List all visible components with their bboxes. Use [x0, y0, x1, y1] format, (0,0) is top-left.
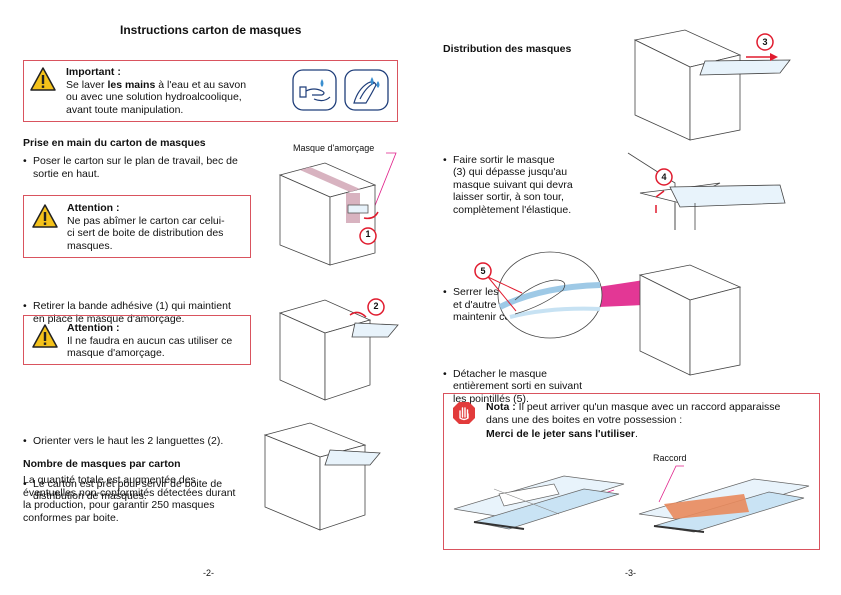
warning-icon: [32, 324, 58, 348]
attention-label: Attention :: [67, 322, 120, 334]
mask-box-step4: [627, 152, 786, 230]
attention-text: masques.: [67, 239, 113, 252]
important-label: Important :: [66, 66, 121, 78]
distribution-heading: Distribution des masques: [443, 43, 572, 55]
step-number-circle: [367, 298, 385, 316]
box-illustrations-right: [474, 29, 791, 376]
warning-icon: [30, 67, 56, 91]
stop-hand-icon: [453, 402, 475, 424]
attention-label: Attention :: [67, 202, 120, 214]
step-number-2: 2: [373, 301, 379, 311]
attention-box-2: Attention : Il ne faudra en aucun cas ut…: [23, 315, 251, 365]
prise-bullet-1: Poser le carton sur le plan de travail, …: [23, 155, 273, 180]
zoom-detail: [497, 251, 603, 339]
box-illustrations-left: [263, 152, 399, 531]
hand-rub-icon: [344, 69, 389, 111]
important-line3: avant toute manipulation.: [66, 103, 184, 116]
step-number-circle: [359, 227, 377, 245]
attention-text: Il ne faudra en aucun cas utiliser ce: [67, 334, 233, 347]
callout-masque-amorcage: Masque d'amorçage: [293, 143, 375, 153]
mask-box-step5: [638, 264, 742, 376]
nota-line3: Merci de le jeter sans l'utiliser.: [486, 428, 638, 440]
distribution-bullet-1: Faire sortir le masque(3) qui dépasse ju…: [443, 154, 623, 217]
important-line2: ou avec une solution hydroalcoolique,: [66, 91, 242, 103]
warning-icon: [32, 204, 58, 228]
page-number-right: -3-: [625, 568, 636, 578]
prise-heading: Prise en main du carton de masques: [23, 137, 206, 149]
raccord-label: Raccord: [653, 453, 687, 463]
attention-text: masque d'amorçage.: [67, 347, 165, 359]
mask-strip-illustrations: [453, 465, 810, 533]
step-number-3: 3: [762, 37, 768, 47]
mask-box-step1: [278, 162, 377, 266]
mask-box-step3: [633, 29, 791, 141]
important-line1: Se laver les mains à l'eau et au savon: [66, 78, 247, 91]
prise-bullet-4: Le carton est prêt pour servir de boite …: [23, 478, 273, 503]
nota-box: Nota : Il peut arriver qu'un masque avec…: [443, 393, 820, 550]
page-title-left: Instructions carton de masques: [120, 23, 302, 37]
attention-text: ci sert de boite de distribution des: [67, 227, 224, 239]
hand-soap-icon: [292, 69, 337, 111]
nota-line2: dans une des boites en votre possession …: [486, 413, 683, 426]
important-box: Important : Se laver les mains à l'eau e…: [23, 60, 398, 122]
nombre-heading: Nombre de masques par carton: [23, 458, 181, 470]
step-number-1: 1: [365, 229, 371, 239]
page-number-left: -2-: [203, 568, 214, 578]
prise-bullet-3: Orienter vers le haut les 2 languettes (…: [23, 435, 841, 448]
attention-box-1: Attention : Ne pas abîmer le carton car …: [23, 195, 251, 258]
attention-text: Ne pas abîmer le carton car celui-: [67, 214, 225, 227]
step-number-4: 4: [661, 172, 667, 182]
step-number-5: 5: [480, 266, 486, 276]
nota-line1: Nota : Il peut arriver qu'un masque avec…: [486, 401, 781, 413]
mask-box-step2: [278, 299, 399, 401]
mask-box-step3: [263, 422, 381, 531]
